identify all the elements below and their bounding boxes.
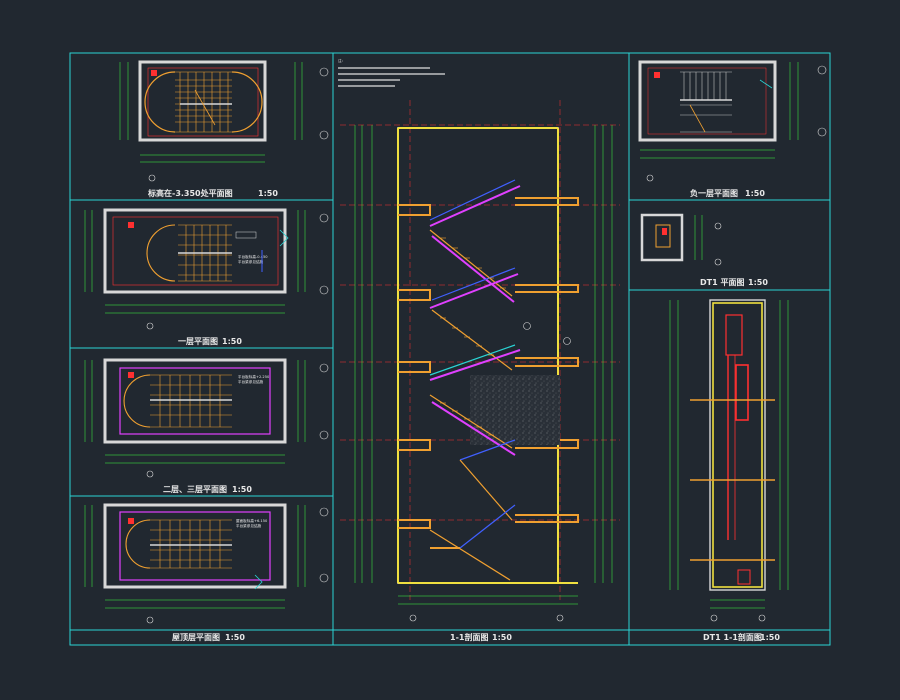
plan-roof-scale: 1:50 (225, 633, 245, 642)
plan-b1-drawing (638, 60, 827, 182)
section-notes: 注： (338, 58, 445, 87)
dt1-section-drawing (669, 299, 789, 622)
dt1-section-scale: 1:50 (760, 633, 780, 642)
plan-b1-title: 负一层平面图 1:50 (690, 188, 765, 198)
dt1-plan-title: DT1 平面图 1:50 (700, 278, 768, 287)
plan-b1-title-text: 负一层平面图 (690, 188, 738, 198)
plan-roof-title-text: 屋顶层平面图 (172, 632, 220, 642)
svg-text:注：: 注： (338, 58, 345, 63)
dt1-plan-title-text: DT1 平面图 (700, 278, 744, 287)
section-title-text: 1-1剖面图 (450, 632, 488, 642)
svg-text:平台板标高+2.250: 平台板标高+2.250 (238, 374, 270, 379)
plan-1-title-text: 一层平面图 (178, 337, 218, 346)
plan-1-drawing: 平台板标高-0.450 平台梁参见结施 (84, 208, 329, 330)
drawing-frame (69, 52, 831, 646)
plan-top-scale: 1:50 (258, 189, 278, 198)
svg-text:屋面板标高+6.150: 屋面板标高+6.150 (236, 518, 268, 523)
plan-2-3-title-text: 二层、三层平面图 (163, 485, 227, 494)
plan-2-3-drawing: 平台板标高+2.250 平台梁参见结施 (84, 358, 329, 478)
section-drawing: 注： (338, 58, 620, 622)
svg-text:平台梁参见结施: 平台梁参见结施 (236, 523, 262, 528)
svg-text:平台梁参见结施: 平台梁参见结施 (238, 379, 264, 384)
plan-2-3-title: 二层、三层平面图 1:50 (163, 485, 252, 494)
plan-1-title: 一层平面图 1:50 (178, 337, 242, 346)
plan-1-scale: 1:50 (222, 337, 242, 346)
dt1-plan-drawing (640, 213, 722, 266)
plan-2-3-scale: 1:50 (232, 485, 252, 494)
svg-text:平台板标高-0.450: 平台板标高-0.450 (238, 254, 268, 259)
dt1-plan-scale: 1:50 (748, 278, 768, 287)
plan-roof-drawing: 屋面板标高+6.150 平台梁参见结施 (84, 503, 329, 624)
plan-top-drawing (119, 60, 329, 182)
section-scale: 1:50 (492, 633, 512, 642)
section-title: 1-1剖面图 1:50 (450, 632, 512, 642)
plan-roof-title: 屋顶层平面图 1:50 (172, 632, 245, 642)
dt1-section-title-text: DT1 1-1剖面图 (703, 632, 762, 642)
plan-top-title-text: 标高在-3.350处平面图 (147, 188, 233, 198)
plan-b1-scale: 1:50 (745, 189, 765, 198)
svg-text:平台梁参见结施: 平台梁参见结施 (238, 259, 264, 264)
plan-top-title: 标高在-3.350处平面图 1:50 (147, 188, 278, 198)
dt1-section-title: DT1 1-1剖面图 1:50 (703, 632, 780, 642)
